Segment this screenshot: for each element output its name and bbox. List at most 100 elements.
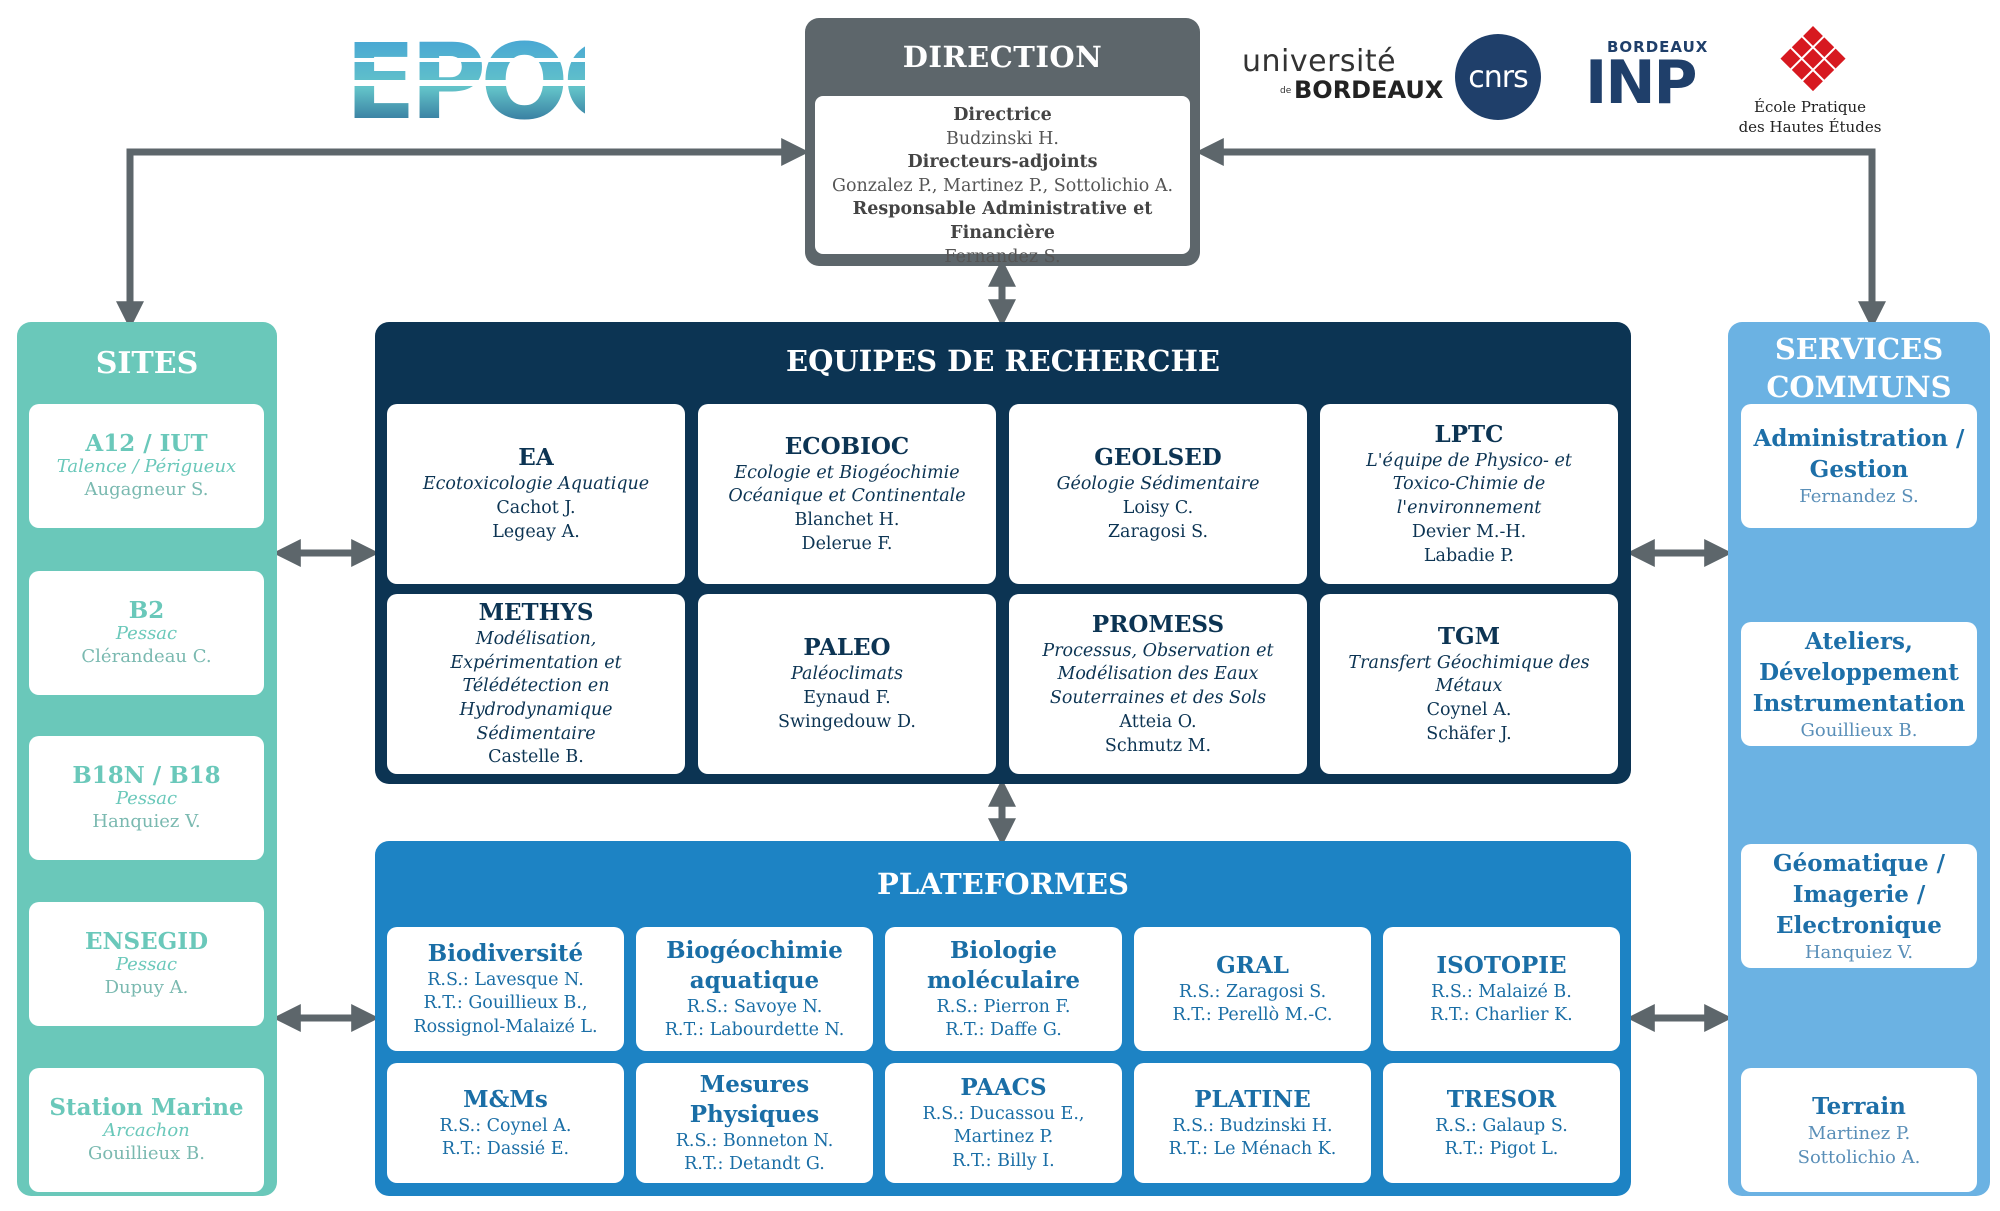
equipe-desc: Expérimentation et bbox=[450, 652, 622, 673]
services-title-line1: SERVICES bbox=[1774, 332, 1944, 366]
plateforme-person: R.S.: Coynel A. bbox=[439, 1115, 572, 1136]
equipe-desc: Toxico-Chimie de bbox=[1392, 474, 1546, 495]
site-person: Augagneur S. bbox=[84, 478, 209, 500]
equipe-desc: Modélisation, bbox=[475, 628, 597, 649]
equipe-person: Eynaud F. bbox=[803, 688, 891, 709]
plateforme-name: PAACS bbox=[960, 1073, 1047, 1101]
service-title: Imagerie / bbox=[1792, 880, 1926, 908]
site-name: B18N / B18 bbox=[72, 761, 221, 789]
services-title: SERVICES COMMUNS bbox=[1728, 330, 1990, 406]
plateforme-person: Martinez P. bbox=[953, 1127, 1054, 1148]
ephe-line1: École Pratique bbox=[1754, 98, 1866, 116]
cnrs-logo: cnrs bbox=[1455, 34, 1541, 120]
arrow-direction-sites bbox=[116, 138, 810, 330]
plateforme-person: R.T.: Dassié E. bbox=[441, 1139, 570, 1159]
equipe-name: GEOLSED bbox=[1094, 444, 1222, 472]
service-person: Martinez P. bbox=[1807, 1122, 1911, 1144]
sites-title: SITES bbox=[95, 346, 199, 381]
site-place: Arcachon bbox=[103, 1119, 190, 1141]
equipe-desc: Océanique et Continentale bbox=[728, 486, 966, 507]
inp-top-text: BORDEAUX bbox=[1607, 38, 1709, 56]
plateforme-person: R.S.: Lavesque N. bbox=[427, 969, 584, 990]
service-title: Electronique bbox=[1776, 911, 1942, 939]
equipe-person: Swingedouw D. bbox=[778, 711, 916, 732]
direction-line: Directeurs-adjoints bbox=[907, 152, 1098, 173]
equipe-name: TGM bbox=[1437, 622, 1501, 650]
equipe-person: Atteia O. bbox=[1119, 711, 1197, 732]
plateforme-person: R.S.: Galaup S. bbox=[1435, 1115, 1568, 1136]
plateforme-person: R.T.: Daffe G. bbox=[945, 1020, 1062, 1040]
service-title: Développement bbox=[1759, 658, 1959, 686]
plateforme-name: aquatique bbox=[689, 966, 820, 994]
plateforme-name: M&Ms bbox=[463, 1085, 548, 1113]
equipe-desc: Processus, Observation et bbox=[1042, 640, 1274, 661]
ephe-logo: École Pratique des Hautes Études bbox=[1730, 22, 1890, 142]
plateforme-person: R.T.: Billy I. bbox=[952, 1150, 1055, 1171]
equipe-person: Loisy C. bbox=[1122, 498, 1194, 519]
ub-line2: BORDEAUX bbox=[1294, 76, 1444, 104]
service-person: Sottolichio A. bbox=[1797, 1146, 1921, 1168]
plateforme-person: Rossignol-Malaizé L. bbox=[413, 1016, 598, 1037]
service-title: Ateliers, bbox=[1805, 627, 1913, 655]
site-person: Clérandeau C. bbox=[81, 645, 212, 667]
plateforme-name: Biodiversité bbox=[427, 939, 584, 967]
equipe-person: Coynel A. bbox=[1426, 700, 1512, 720]
equipe-name: LPTC bbox=[1434, 420, 1504, 448]
plateforme-name: Biogéochimie bbox=[666, 936, 843, 964]
site-person: Hanquiez V. bbox=[92, 810, 201, 832]
plateforme-person: R.S.: Savoye N. bbox=[686, 996, 823, 1017]
site-place: Talence / Périgueux bbox=[56, 455, 237, 477]
arrow-direction-services bbox=[1195, 138, 1886, 330]
equipe-name: METHYS bbox=[478, 598, 594, 626]
direction-line: Fernandez S. bbox=[944, 246, 1061, 267]
site-name: B2 bbox=[128, 596, 165, 624]
universite-bordeaux-logo: université de BORDEAUX bbox=[1240, 44, 1443, 114]
equipe-desc: Paléoclimats bbox=[791, 664, 903, 685]
service-title: Gestion bbox=[1809, 456, 1909, 483]
services-panel: SERVICES COMMUNS Administration / Gestion… bbox=[1728, 322, 1990, 1196]
service-title: Géomatique / bbox=[1772, 849, 1946, 877]
plateforme-person: R.T.: Le Ménach K. bbox=[1168, 1139, 1337, 1159]
equipe-person: Castelle B. bbox=[488, 747, 584, 768]
site-name: Station Marine bbox=[49, 1093, 244, 1121]
equipe-person: Cachot J. bbox=[496, 498, 576, 519]
plateforme-person: R.T.: Labourdette N. bbox=[664, 1020, 845, 1040]
plateforme-person: R.S.: Bonneton N. bbox=[675, 1130, 834, 1151]
equipe-name: EA bbox=[518, 444, 554, 472]
ub-de: de bbox=[1280, 86, 1292, 96]
services-title-line2: COMMUNS bbox=[1766, 370, 1952, 404]
equipe-desc: Télédétection en bbox=[462, 676, 610, 697]
plateforme-name: TRESOR bbox=[1446, 1085, 1557, 1113]
inp-main-text: INP bbox=[1585, 48, 1698, 118]
plateforme-name: GRAL bbox=[1216, 951, 1289, 979]
site-person: Gouillieux B. bbox=[88, 1142, 205, 1164]
equipe-name: PALEO bbox=[803, 634, 891, 662]
plateforme-name: Physiques bbox=[689, 1100, 820, 1128]
plateforme-person: R.S.: Ducassou E., bbox=[922, 1103, 1085, 1124]
plateforme-person: R.T.: Pigot L. bbox=[1444, 1139, 1559, 1159]
direction-line: Gonzalez P., Martinez P., Sottolichio A. bbox=[831, 175, 1174, 196]
service-title: Administration / bbox=[1753, 425, 1965, 452]
plateforme-name: ISOTOPIE bbox=[1436, 951, 1567, 979]
equipe-desc: Ecologie et Biogéochimie bbox=[734, 462, 960, 483]
plateforme-name: moléculaire bbox=[927, 966, 1080, 994]
equipe-person: Schmutz M. bbox=[1104, 735, 1212, 756]
epoc-logo-graphic: EPOC bbox=[345, 21, 639, 143]
equipe-person: Labadie P. bbox=[1423, 545, 1515, 566]
equipe-name: ECOBIOC bbox=[784, 432, 910, 460]
plateforme-name: Mesures bbox=[699, 1070, 810, 1098]
